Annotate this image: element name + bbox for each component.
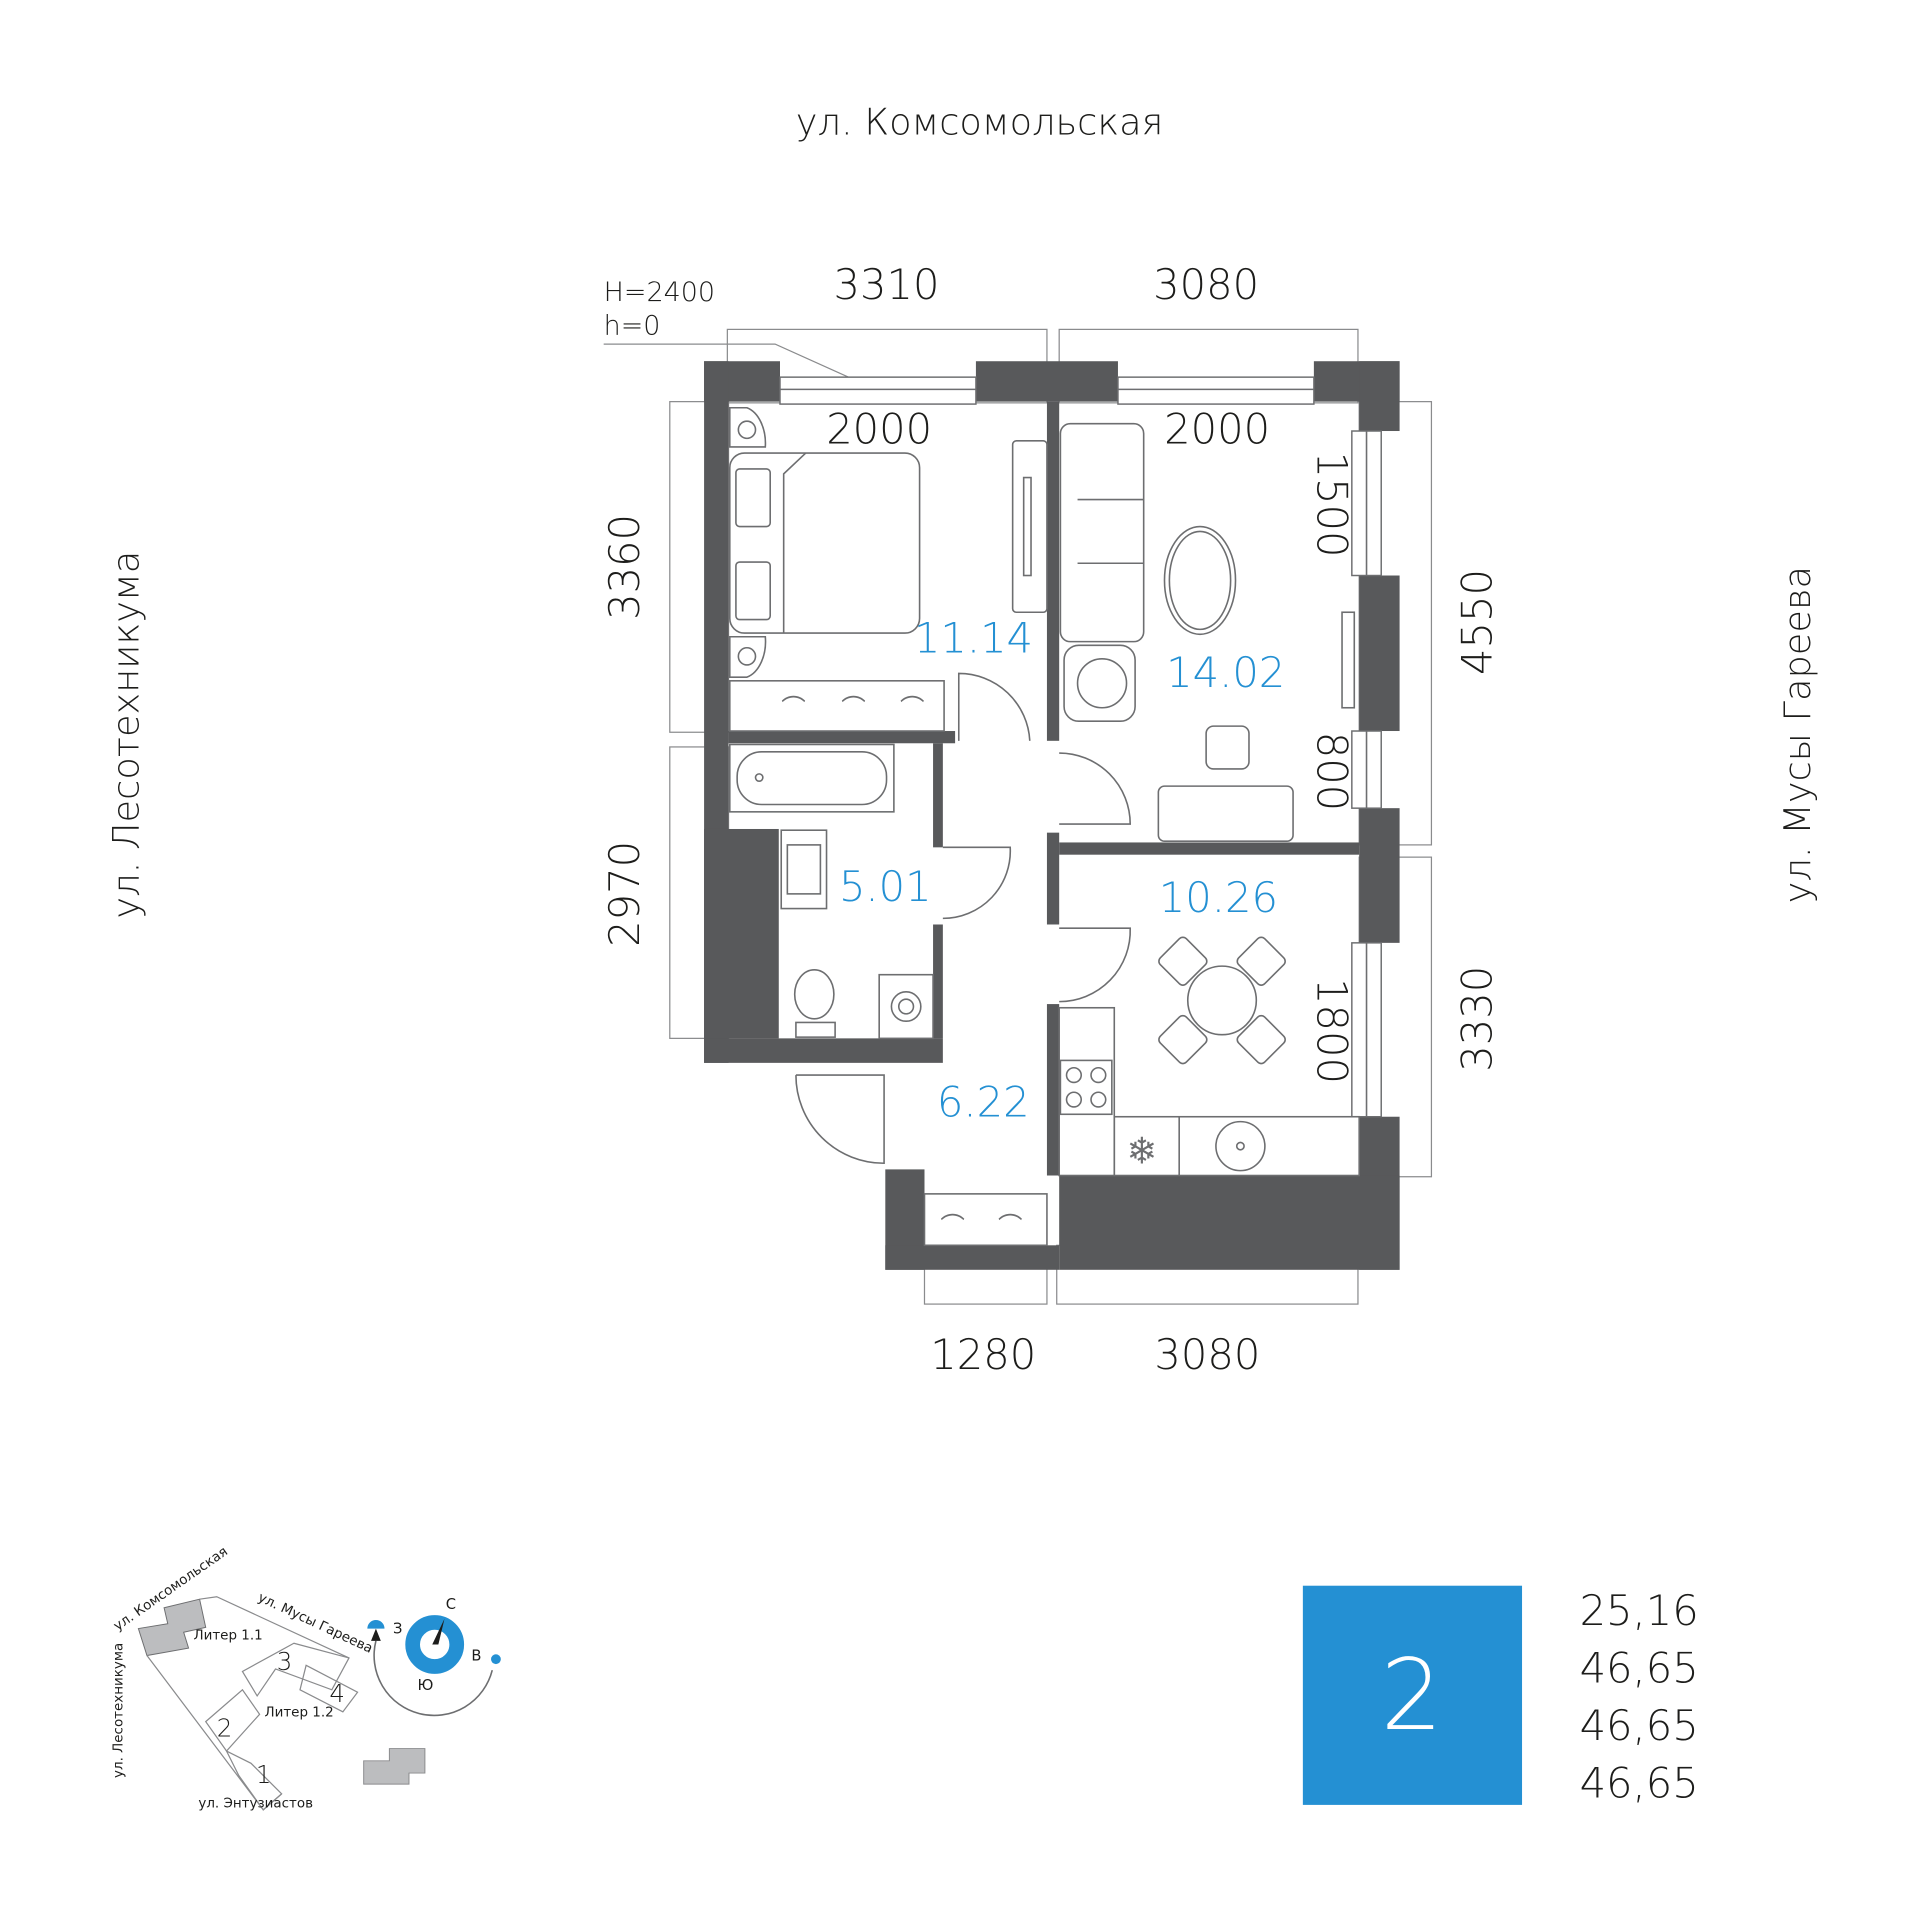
- compass-ring: [405, 1615, 465, 1674]
- sun-east-icon: [491, 1654, 501, 1665]
- room-area-kitchen: 10.26: [1159, 873, 1278, 922]
- svg-text:⌒: ⌒: [998, 1211, 1022, 1240]
- sun-west-icon: [367, 1620, 385, 1629]
- dim-right-upper: 4550: [1452, 569, 1501, 675]
- ceiling-height: H=2400: [604, 277, 715, 308]
- doors: [795, 672, 1132, 1165]
- dim-left-lower: 2970: [600, 841, 649, 947]
- sun-path-arc: [373, 1640, 494, 1717]
- svg-text:⌒: ⌒: [940, 1211, 964, 1240]
- room-area-living: 14.02: [1166, 648, 1285, 697]
- room-area-hall: 6.22: [937, 1078, 1030, 1127]
- minimap-street-left: ул. Лесотехникума: [111, 1643, 126, 1778]
- dim-bottom-left: 1280: [930, 1330, 1036, 1379]
- minimap-liter-2: Литер 1.2: [264, 1706, 333, 1721]
- svg-text:⌒: ⌒: [781, 693, 805, 722]
- windows: [779, 376, 1382, 1118]
- dim-left-upper: 3360: [600, 514, 649, 620]
- dim-top-right: 3080: [1153, 260, 1259, 309]
- minimap-street-bottom: ул. Энтузиастов: [198, 1796, 313, 1811]
- compass-south: Ю: [418, 1677, 434, 1694]
- svg-text:⌒: ⌒: [900, 693, 924, 722]
- compass-east: В: [471, 1647, 481, 1664]
- window-bedroom-width: 2000: [826, 404, 932, 453]
- living-furniture: [1059, 422, 1356, 843]
- room-area-bathroom: 5.01: [839, 862, 932, 911]
- summary-panel: 2 25,16 46,65 46,65 46,65: [1302, 1585, 1699, 1808]
- compass-north: С: [446, 1596, 456, 1613]
- street-right: ул. Мусы Гареева: [1776, 566, 1819, 903]
- walls: [704, 361, 1400, 1270]
- summary-value-1: 25,16: [1580, 1586, 1699, 1635]
- dim-right-lower: 3330: [1452, 966, 1501, 1072]
- kitchen-furniture: ❄: [1058, 936, 1360, 1177]
- rooms-count: 2: [1381, 1639, 1443, 1753]
- window-r1-width: 1500: [1308, 452, 1357, 558]
- minimap-liter-1: Литер 1.1: [193, 1629, 262, 1644]
- street-left: ул. Лесотехникума: [104, 551, 147, 919]
- window-r2-width: 800: [1308, 732, 1357, 811]
- section-1: 1: [256, 1760, 272, 1789]
- hall-wardrobe: ⌒ ⌒: [923, 1193, 1048, 1247]
- svg-text:⌒: ⌒: [841, 693, 865, 722]
- room-area-bedroom: 11.14: [914, 614, 1033, 663]
- rooms-count-badge: [1302, 1585, 1523, 1805]
- svg-text:❄: ❄: [1127, 1129, 1158, 1172]
- window-living-width: 2000: [1164, 404, 1270, 453]
- compass-west: З: [393, 1620, 402, 1637]
- summary-value-4: 46,65: [1580, 1759, 1699, 1808]
- floor-height: h=0: [604, 310, 661, 341]
- section-4: 4: [329, 1679, 345, 1708]
- bedroom-furniture: ⌒ ⌒ ⌒: [729, 406, 1048, 732]
- section-3: 3: [277, 1647, 293, 1676]
- dim-top-left: 3310: [834, 260, 940, 309]
- window-r3-width: 1800: [1308, 978, 1357, 1084]
- dim-bottom-right: 3080: [1154, 1330, 1260, 1379]
- height-leader: [603, 343, 849, 378]
- summary-value-2: 46,65: [1580, 1643, 1699, 1692]
- section-2: 2: [217, 1713, 233, 1742]
- bathroom-fixtures: [729, 743, 934, 1040]
- compass: С Ю В З: [367, 1596, 501, 1717]
- summary-value-3: 46,65: [1580, 1701, 1699, 1750]
- street-top: ул. Комсомольская: [796, 101, 1164, 144]
